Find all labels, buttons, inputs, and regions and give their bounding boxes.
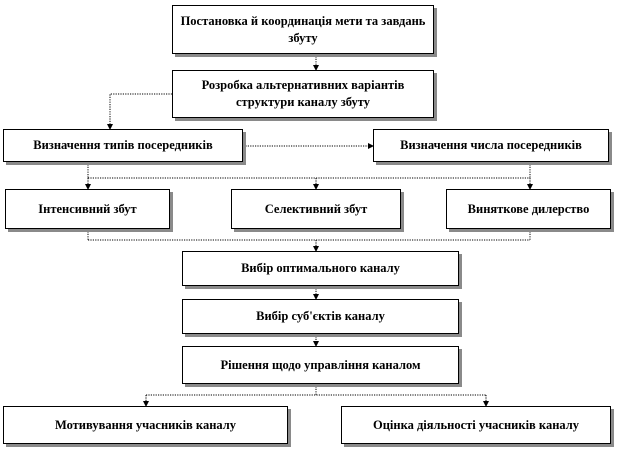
step-channel-management: Рішення щодо управління каналом <box>182 346 459 384</box>
step-evaluation: Оцінка діяльності учасників каналу <box>341 406 611 444</box>
step-intermediary-count: Визначення числа посередників <box>373 129 609 162</box>
arrow-alternatives-to-types <box>107 93 172 130</box>
step-exclusive: Виняткове дилерство <box>446 189 611 229</box>
step-intermediary-types: Визначення типів посередників <box>3 129 243 162</box>
step-channel-subjects: Вибір суб'єктів каналу <box>182 299 459 334</box>
step-intensive: Інтенсивний збут <box>5 189 170 229</box>
step-motivation: Мотивування учасників каналу <box>3 406 288 444</box>
step-optimal-channel: Вибір оптимального каналу <box>182 251 459 286</box>
step-alternatives: Розробка альтернативних варіантів структ… <box>172 70 434 118</box>
step-selective: Селективний збут <box>231 189 401 229</box>
step-goals: Постановка й координація мети та завдань… <box>172 5 434 54</box>
